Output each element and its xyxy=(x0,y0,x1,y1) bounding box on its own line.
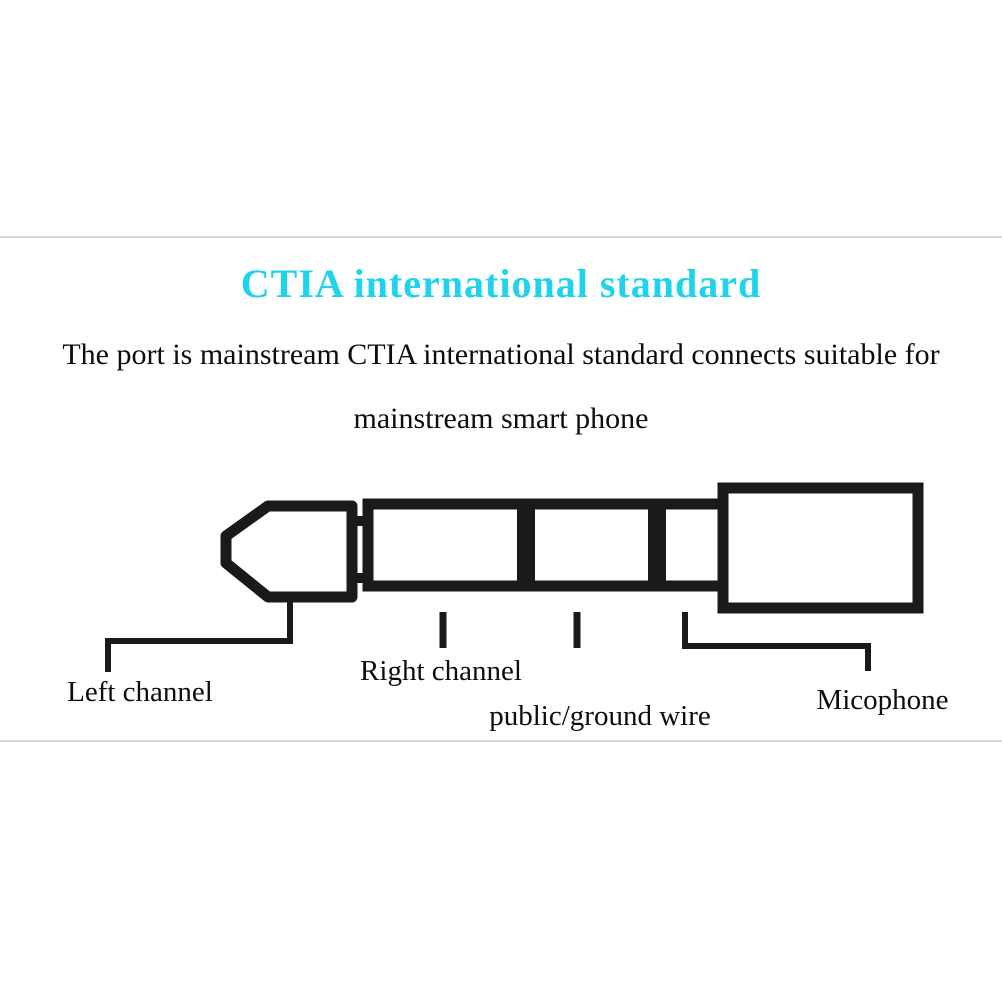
right-channel-label: Right channel xyxy=(360,655,522,687)
description-line-1: The port is mainstream CTIA internationa… xyxy=(62,338,940,371)
jack-sleeve xyxy=(717,482,924,614)
microphone-label: Micophone xyxy=(816,684,949,716)
bottom-divider-line xyxy=(0,740,1002,742)
microphone-leader-line xyxy=(682,612,871,671)
jack-tip-shape xyxy=(220,500,358,603)
left-channel-leader-line xyxy=(105,598,293,672)
description-line-2: mainstream smart phone xyxy=(353,402,649,435)
top-divider-line xyxy=(0,236,1002,238)
insulator-band-2 xyxy=(648,500,666,590)
page-title: CTIA international standard xyxy=(240,261,762,306)
insulator-band-1 xyxy=(517,500,535,590)
left-channel-label: Left channel xyxy=(67,676,213,708)
ground-wire-label: public/ground wire xyxy=(489,700,711,732)
jack-body xyxy=(362,498,729,592)
